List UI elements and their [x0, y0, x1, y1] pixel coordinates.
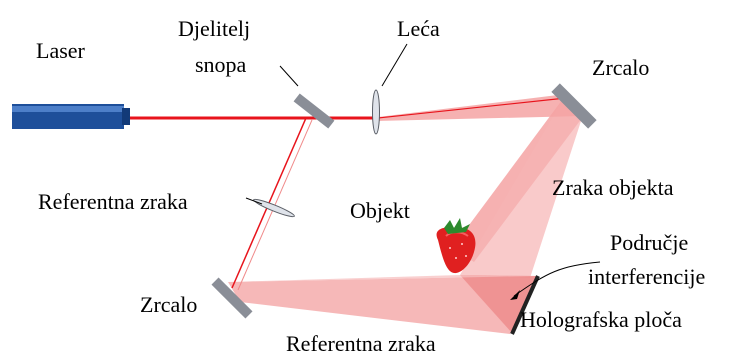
reference-beam-fan: [228, 276, 538, 334]
label-object: Objekt: [350, 198, 410, 223]
label-interference-1: Područje: [610, 230, 688, 255]
holographic-plate: [510, 275, 540, 335]
strawberry-icon: [436, 218, 476, 274]
mirror-bottom: [211, 277, 253, 319]
label-holographic-plate: Holografska ploča: [520, 307, 682, 332]
label-lens: Leća: [397, 16, 440, 41]
label-beam-splitter-1: Djelitelj: [178, 16, 250, 41]
label-interference-2: interferencije: [588, 264, 705, 289]
label-reference-beam-lower: Referentna zraka: [286, 331, 436, 356]
beam-splitter: [293, 93, 335, 129]
label-mirror-top: Zrcalo: [592, 55, 649, 80]
mirror-top: [551, 83, 597, 129]
beam-splitter-pointer: [279, 65, 299, 87]
reference-lens-pointer: [245, 197, 263, 205]
lens: [372, 89, 380, 135]
reference-fan-upper-shade: [228, 275, 538, 282]
label-reference-beam-upper: Referentna zraka: [38, 189, 188, 214]
interference-pointer: [513, 261, 601, 297]
lens-pointer: [381, 43, 408, 87]
interference-pointer-arrowhead: [510, 290, 520, 300]
label-mirror-bottom: Zrcalo: [140, 292, 197, 317]
object-beam-line: [377, 97, 567, 119]
label-laser: Laser: [36, 38, 86, 63]
laser-aperture: [122, 108, 130, 125]
reference-lens: [253, 198, 295, 218]
object-beam-to-plate: [460, 96, 582, 278]
laser-highlight: [12, 106, 124, 112]
label-beam-splitter-2: snopa: [195, 52, 247, 77]
label-object-beam: Zraka objekta: [552, 175, 674, 200]
